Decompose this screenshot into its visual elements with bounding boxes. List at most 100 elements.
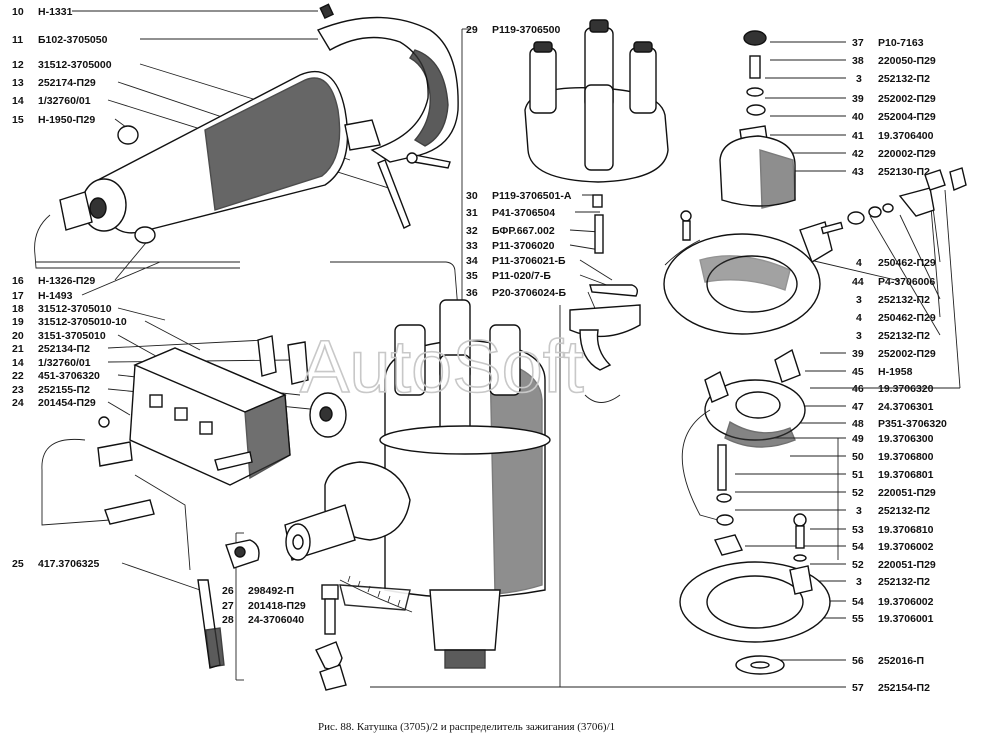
part-num-35: 35 <box>466 270 478 282</box>
part-num-39b: 39 <box>852 348 864 360</box>
labels-26-28: 26 298492-П 27 201418-П29 28 24-3706040 <box>222 585 306 626</box>
part-code-26: 298492-П <box>248 585 294 597</box>
items-26-28 <box>225 539 347 691</box>
part-code-45: Н-1958 <box>878 366 913 378</box>
part-code-31: Р41-3706504 <box>492 207 555 219</box>
part-num-54b: 54 <box>852 596 864 608</box>
part-code-42: 220002-П29 <box>878 148 936 160</box>
part-num-24: 24 <box>12 397 24 409</box>
part-num-4b: 4 <box>856 312 862 324</box>
part-num-3a: 3 <box>856 73 862 85</box>
part-code-24: 201454-П29 <box>38 397 96 409</box>
part-code-3c: 252132-П2 <box>878 330 930 342</box>
part-num-21: 21 <box>12 343 24 355</box>
distributor-body <box>284 299 551 669</box>
part-num-39a: 39 <box>852 93 864 105</box>
part-code-41: 19.3706400 <box>878 130 934 142</box>
part-num-42: 42 <box>852 148 864 160</box>
part-num-57: 57 <box>852 682 864 694</box>
part-code-12: 31512-3705000 <box>38 59 112 71</box>
part-code-14: 1/32760/01 <box>38 95 91 107</box>
part-num-19: 19 <box>12 316 24 328</box>
timing-scale <box>339 575 413 613</box>
part-num-16: 16 <box>12 275 24 287</box>
part-num-53: 53 <box>852 524 864 536</box>
part-num-28: 28 <box>222 614 234 626</box>
part-num-33: 33 <box>466 240 478 252</box>
labels-right: 37 Р10-7163 38 220050-П29 3 252132-П2 39… <box>852 37 947 694</box>
part-code-32: БФР.667.002 <box>492 225 555 237</box>
part-code-30: Р119-3706501-А <box>492 190 572 202</box>
wire-25 <box>41 416 225 669</box>
part-code-38: 220050-П29 <box>878 55 936 67</box>
part-code-4a: 250462-П29 <box>878 257 936 269</box>
part-code-49: 19.3706300 <box>878 433 934 445</box>
labels-middle: 29 Р119-3706500 30 Р119-3706501-А 31 Р41… <box>466 24 572 299</box>
part-code-56: 252016-П <box>878 655 924 667</box>
part-code-10: Н-1331 <box>38 6 73 18</box>
part-code-17: Н-1493 <box>38 290 73 302</box>
part-num-46: 46 <box>852 383 864 395</box>
part-num-3c: 3 <box>856 330 862 342</box>
part-code-23: 252155-П2 <box>38 384 90 396</box>
part-code-48: Р351-3706320 <box>878 418 947 430</box>
distributor-cap <box>524 19 669 183</box>
part-code-39a: 252002-П29 <box>878 93 936 105</box>
part-num-26: 26 <box>222 585 234 597</box>
breaker-plate-ring <box>663 167 967 335</box>
part-code-52a: 220051-П29 <box>878 487 936 499</box>
part-num-52a: 52 <box>852 487 864 499</box>
part-code-14b: 1/32760/01 <box>38 357 91 369</box>
l-key <box>330 261 459 311</box>
part-code-22: 451-3706320 <box>38 370 100 382</box>
part-num-17: 17 <box>12 290 24 302</box>
part-code-3e: 252132-П2 <box>878 576 930 588</box>
part-code-29: Р119-3706500 <box>492 24 560 36</box>
part-num-45: 45 <box>852 366 864 378</box>
part-num-22: 22 <box>12 370 24 382</box>
part-code-52b: 220051-П29 <box>878 559 936 571</box>
part-num-55: 55 <box>852 613 864 625</box>
part-code-15: Н-1950-П29 <box>38 114 95 126</box>
part-code-53: 19.3706810 <box>878 524 934 536</box>
part-code-47: 24.3706301 <box>878 401 934 413</box>
part-code-54a: 19.3706002 <box>878 541 934 553</box>
part-code-39b: 252002-П29 <box>878 348 936 360</box>
part-code-25: 417.3706325 <box>38 558 99 570</box>
part-num-18: 18 <box>12 303 24 315</box>
part-code-3a: 252132-П2 <box>878 73 930 85</box>
part-code-4b: 250462-П29 <box>878 312 936 324</box>
part-num-44: 44 <box>852 276 864 288</box>
part-num-12: 12 <box>12 59 24 71</box>
part-num-43: 43 <box>852 166 864 178</box>
part-num-36: 36 <box>466 287 478 299</box>
part-num-31: 31 <box>466 207 478 219</box>
part-num-49: 49 <box>852 433 864 445</box>
part-num-14b: 14 <box>12 357 24 369</box>
part-num-3d: 3 <box>856 505 862 517</box>
part-num-52b: 52 <box>852 559 864 571</box>
part-code-19: 31512-3705010-10 <box>38 316 127 328</box>
part-num-25: 25 <box>12 558 24 570</box>
part-code-11: Б102-3705050 <box>38 34 108 46</box>
part-num-40: 40 <box>852 111 864 123</box>
part-code-37: Р10-7163 <box>878 37 924 49</box>
ignition-module <box>129 335 347 486</box>
coil-bracket <box>316 3 459 229</box>
part-num-30: 30 <box>466 190 478 202</box>
part-num-56: 56 <box>852 655 864 667</box>
part-num-29: 29 <box>466 24 478 36</box>
part-code-57: 252154-П2 <box>878 682 930 694</box>
part-code-21: 252134-П2 <box>38 343 90 355</box>
part-code-13: 252174-П29 <box>38 77 96 89</box>
part-num-50: 50 <box>852 451 864 463</box>
part-num-54a: 54 <box>852 541 864 553</box>
watermark: AutoSoft <box>300 325 584 408</box>
figure-caption: Рис. 88. Катушка (3705)/2 и распределите… <box>318 721 615 733</box>
ignition-coil <box>34 70 349 269</box>
part-num-38: 38 <box>852 55 864 67</box>
part-code-43: 252130-П2 <box>878 166 930 178</box>
breaker-plate-upper <box>680 30 796 241</box>
